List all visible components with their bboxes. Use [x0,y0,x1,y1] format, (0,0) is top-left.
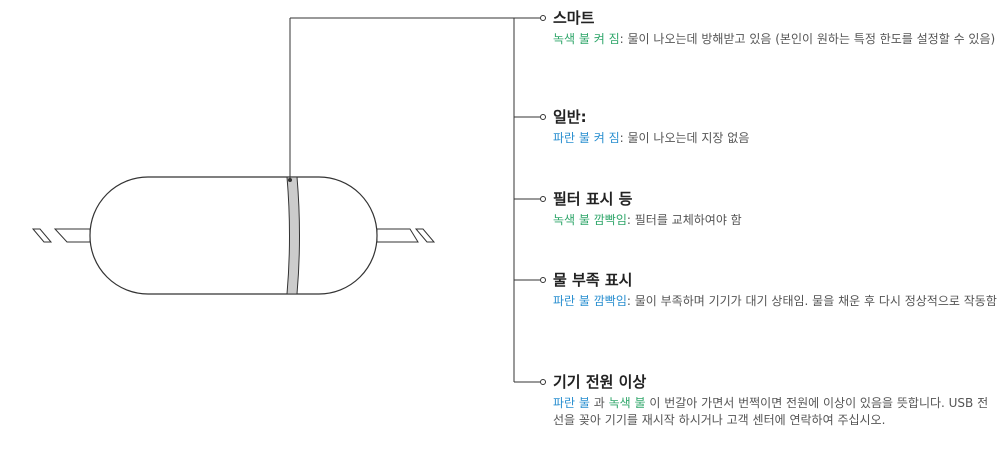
leader-end-circles [540,15,546,385]
status-text: : 물이 나오는데 방해받고 있음 (본인이 원하는 특정 한도를 설정할 수 … [619,32,996,46]
entry-title: 필터 표시 등 [553,190,633,208]
entry-smart: 스마트 녹색 불 켜 짐: 물이 나오는데 방해받고 있음 (본인이 원하는 특… [553,8,998,48]
entry-title: 일반: [553,108,587,126]
entry-title: 물 부족 표시 [553,271,633,289]
entry-description: 파란 불 켜 짐: 물이 나오는데 지장 없음 [553,130,998,147]
status-text: : 물이 부족하며 기기가 대기 상태임. 물을 채운 후 다시 정상적으로 작… [626,294,997,308]
entry-description: 녹색 불 깜빡임: 필터를 교체하여야 함 [553,212,998,229]
entry-power-error: 기기 전원 이상 파란 불 과 녹색 불 이 번갈아 가면서 번쩍이면 전원에 … [553,372,998,429]
status-highlight-secondary: 녹색 불 [608,396,646,410]
status-text-connector: 과 [589,396,609,410]
right-pipe-connector [376,228,436,243]
left-pipe-connector [31,228,91,243]
status-highlight: 파란 불 깜빡임 [553,294,627,308]
entry-filter-indicator: 필터 표시 등 녹색 불 깜빡임: 필터를 교체하여야 함 [553,189,998,229]
entry-description: 녹색 불 켜 짐: 물이 나오는데 방해받고 있음 (본인이 원하는 특정 한도… [553,31,998,48]
status-highlight: 녹색 불 깜빡임 [553,213,627,227]
entry-description: 파란 불 과 녹색 불 이 번갈아 가면서 번쩍이면 전원에 이상이 있음을 뜻… [553,395,998,429]
indicator-light-band [286,176,300,295]
status-highlight: 파란 불 [553,396,590,410]
status-text: : 물이 나오는데 지장 없음 [619,131,750,145]
entry-title: 스마트 [553,9,595,27]
filter-capsule-body [89,176,378,295]
leader-lines [289,17,540,383]
entry-title: 기기 전원 이상 [553,373,647,391]
status-highlight: 녹색 불 켜 짐 [553,32,620,46]
status-text: : 필터를 교체하여야 함 [626,213,742,227]
entry-description: 파란 불 깜빡임: 물이 부족하며 기기가 대기 상태임. 물을 채운 후 다시… [553,293,998,310]
entry-normal: 일반: 파란 불 켜 짐: 물이 나오는데 지장 없음 [553,107,998,147]
status-highlight: 파란 불 켜 짐 [553,131,620,145]
status-text: 이 번갈아 가면서 번쩍이면 전원에 이상이 있음을 뜻합니다. USB 전선을… [553,396,989,427]
entry-low-water: 물 부족 표시 파란 불 깜빡임: 물이 부족하며 기기가 대기 상태임. 물을… [553,270,998,310]
